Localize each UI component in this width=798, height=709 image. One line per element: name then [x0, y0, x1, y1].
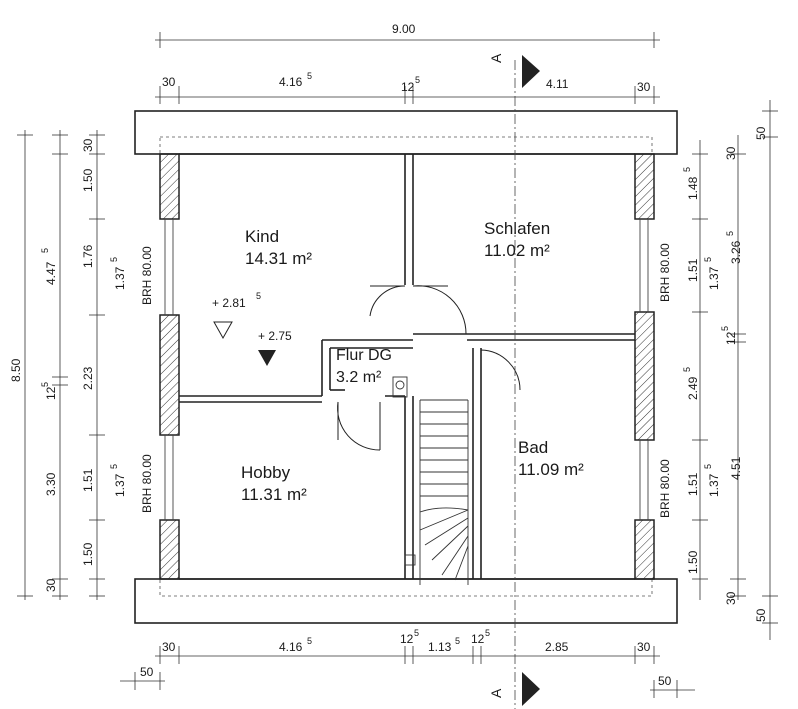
bottom-left-offset: 50 — [140, 665, 154, 679]
top-dimensions — [155, 32, 660, 104]
right-top-offset: 50 — [754, 126, 768, 140]
top-dim-5: 30 — [637, 80, 651, 94]
right-inner-1: 30 — [724, 146, 738, 160]
right-window-2: 12 — [724, 331, 738, 345]
left-dim-c: 3.30 — [44, 472, 58, 496]
left-window-2: 1.37 — [113, 473, 127, 497]
bottom-right-offset: 50 — [658, 674, 672, 688]
right-inner-4-sup: 5 — [682, 367, 692, 372]
room-hobby-area: 11.31 m² — [241, 485, 307, 504]
right-inner-6: 1.50 — [686, 550, 700, 574]
section-line: A A — [488, 53, 540, 709]
bottom-dim-1: 30 — [162, 640, 176, 654]
section-arrow-top-icon — [522, 55, 540, 88]
left-inner-6: 1.50 — [81, 542, 95, 566]
left-inner-5: 1.51 — [81, 468, 95, 492]
room-schlafen-name: Schlafen — [484, 219, 550, 238]
bottom-dim-2-sup: 5 — [307, 636, 312, 646]
top-dim-3: 12 — [401, 80, 415, 94]
level-lower: + 2.75 — [258, 329, 292, 343]
staircase — [392, 376, 469, 585]
top-dim-2-sup: 5 — [307, 71, 312, 81]
left-inner-2: 1.50 — [81, 168, 95, 192]
right-dimensions — [692, 100, 778, 640]
room-labels: Kind 14.31 m² Schlafen 11.02 m² Flur DG … — [241, 219, 584, 504]
right-outer-1-sup: 5 — [725, 231, 735, 236]
top-overall-dim: 9.00 — [392, 22, 416, 36]
right-window-3: 1.37 — [707, 473, 721, 497]
level-upper-sup: 5 — [256, 291, 261, 301]
right-bottom-offset: 50 — [754, 608, 768, 622]
section-label-bottom: A — [488, 688, 504, 698]
bottom-dim-2: 4.16 — [279, 640, 303, 654]
brh-right-bottom: BRH 80.00 — [658, 459, 672, 518]
left-dim-a-sup: 5 — [40, 248, 50, 253]
room-flur-name: Flur DG — [336, 347, 392, 364]
room-bad-name: Bad — [518, 438, 548, 457]
door-swings — [337, 285, 521, 451]
section-label-top: A — [488, 53, 504, 63]
left-window-1: 1.37 — [113, 266, 127, 290]
room-flur-area: 3.2 m² — [336, 369, 382, 386]
left-dim-d: 30 — [44, 578, 58, 592]
left-inner-1: 30 — [81, 138, 95, 152]
room-hobby-name: Hobby — [241, 463, 291, 482]
left-dim-b: 12 — [44, 386, 58, 400]
bottom-dim-7: 30 — [637, 640, 651, 654]
brh-left-top: BRH 80.00 — [140, 246, 154, 305]
top-dim-1: 30 — [162, 75, 176, 89]
level-upper: + 2.81 — [212, 296, 246, 310]
right-window-1-sup: 5 — [703, 257, 713, 262]
right-inner-3: 1.51 — [686, 258, 700, 282]
brh-right-top: BRH 80.00 — [658, 243, 672, 302]
left-dim-a: 4.47 — [44, 261, 58, 285]
left-window-2-sup: 5 — [109, 464, 119, 469]
right-window-3-sup: 5 — [703, 464, 713, 469]
left-inner-3: 1.76 — [81, 244, 95, 268]
left-overall-dim: 8.50 — [9, 358, 23, 382]
windows — [164, 219, 649, 520]
right-outer-1: 3.26 — [729, 240, 743, 264]
filled-triangle-icon — [258, 350, 276, 366]
bottom-dim-5-sup: 5 — [485, 628, 490, 638]
room-schlafen-area: 11.02 m² — [484, 241, 550, 260]
section-arrow-bottom-icon — [522, 672, 540, 706]
top-dim-4: 4.11 — [546, 77, 569, 91]
room-bad-area: 11.09 m² — [518, 460, 584, 479]
left-window-1-sup: 5 — [109, 257, 119, 262]
right-outer-2: 4.51 — [729, 456, 743, 480]
top-dim-3-sup: 5 — [415, 75, 420, 85]
open-triangle-icon — [213, 321, 233, 340]
left-dim-b-sup: 5 — [40, 382, 50, 387]
top-slab — [134, 110, 678, 155]
left-inner-4: 2.23 — [81, 366, 95, 390]
bottom-dimensions — [120, 646, 695, 698]
bottom-dim-5: 12 — [471, 632, 485, 646]
right-inner-2: 1.48 — [686, 176, 700, 200]
inner-walls — [179, 153, 635, 580]
right-window-2-sup: 5 — [720, 326, 730, 331]
brh-left-bottom: BRH 80.00 — [140, 454, 154, 513]
right-inner-2-sup: 5 — [682, 167, 692, 172]
bottom-dim-4-sup: 5 — [455, 636, 460, 646]
bottom-dim-3-sup: 5 — [414, 628, 419, 638]
room-kind-name: Kind — [245, 227, 279, 246]
window-labels: BRH 80.00 BRH 80.00 BRH 80.00 BRH 80.00 — [140, 243, 672, 518]
bottom-slab — [134, 578, 678, 624]
bottom-dim-4: 1.13 — [428, 640, 452, 654]
right-inner-7: 30 — [724, 591, 738, 605]
left-dimensions — [17, 130, 105, 600]
room-kind-area: 14.31 m² — [245, 249, 312, 268]
right-inner-5: 1.51 — [686, 472, 700, 496]
bottom-dim-3: 12 — [400, 632, 414, 646]
right-inner-4: 2.49 — [686, 376, 700, 400]
top-dim-2: 4.16 — [279, 75, 303, 89]
level-markers: + 2.81 5 + 2.75 — [212, 291, 292, 366]
outer-walls — [159, 153, 655, 580]
bottom-dim-6: 2.85 — [545, 640, 569, 654]
right-window-1: 1.37 — [707, 266, 721, 290]
